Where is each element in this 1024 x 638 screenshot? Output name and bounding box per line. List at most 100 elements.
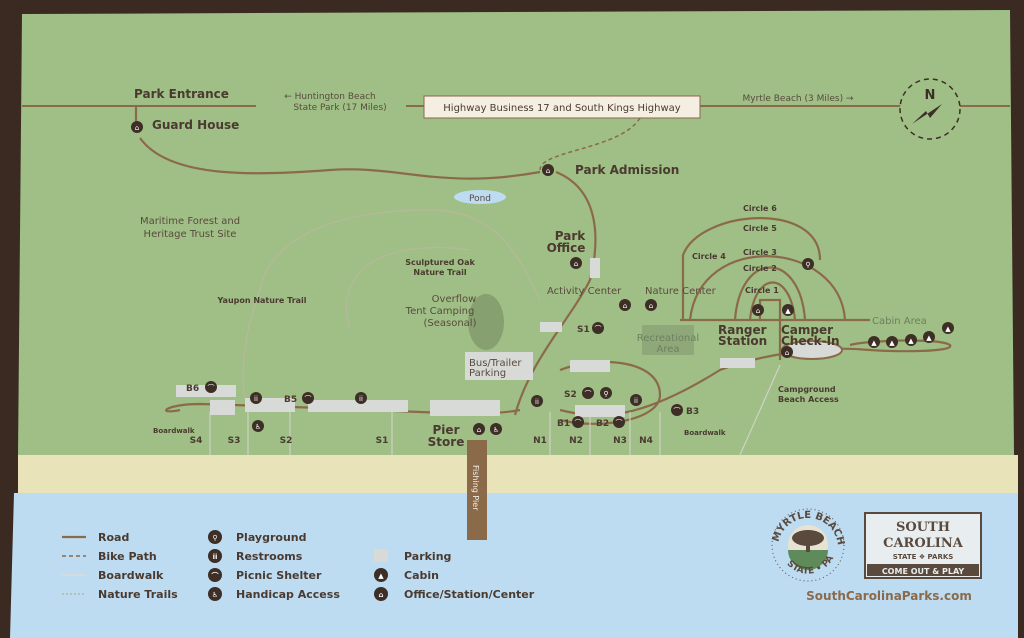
svg-text:⌂: ⌂ — [378, 591, 383, 599]
legend-road: Road — [98, 531, 129, 544]
svg-text:N: N — [925, 88, 936, 103]
svg-text:N2: N2 — [569, 436, 583, 446]
ocean — [10, 493, 1018, 638]
cabin-area-label: Cabin Area — [872, 316, 927, 327]
svg-text:⌒: ⌒ — [211, 571, 220, 580]
compass-icon: N — [899, 78, 961, 140]
svg-text:ii: ii — [213, 553, 218, 561]
campground-beach-access-label-2: Beach Access — [778, 395, 839, 404]
cabin-icon: ▲ — [923, 331, 935, 343]
picnic-shelter-icon-b2: ⌒ — [613, 416, 625, 428]
ranger-station-label-2: Station — [718, 334, 767, 348]
svg-text:ii: ii — [359, 395, 363, 403]
svg-text:S1: S1 — [577, 325, 590, 335]
svg-text:N4: N4 — [639, 436, 653, 446]
svg-text:⌒: ⌒ — [585, 390, 592, 398]
svg-text:STATE ❖ PARKS: STATE ❖ PARKS — [893, 553, 954, 561]
svg-text:▲: ▲ — [871, 339, 877, 347]
fishing-pier-label: Fishing Pier — [471, 465, 480, 511]
svg-text:ii: ii — [535, 398, 539, 406]
legend-cabin: Cabin — [404, 569, 439, 582]
svg-text:B2: B2 — [596, 419, 609, 429]
svg-text:COME OUT & PLAY: COME OUT & PLAY — [882, 567, 965, 576]
sculptured-oak-label: Sculptured Oak — [405, 258, 475, 267]
nature-trails — [242, 209, 541, 401]
highway-sign — [423, 95, 701, 119]
legend-picnic-shelter: Picnic Shelter — [236, 569, 322, 582]
cabin-icon: ▲ — [905, 334, 917, 346]
restroom-icon: ii — [531, 395, 543, 407]
ranger-station-label: Ranger — [718, 323, 767, 337]
yaupon-trail-label: Yaupon Nature Trail — [216, 296, 306, 305]
svg-text:⌂: ⌂ — [785, 349, 789, 357]
svg-text:N3: N3 — [613, 436, 627, 446]
legend-restrooms: Restrooms — [236, 550, 303, 563]
cabin-icon: ▲ — [868, 336, 880, 348]
svg-text:♿: ♿ — [255, 423, 261, 431]
pier-store-label: Pier — [433, 423, 460, 437]
svg-text:N1: N1 — [533, 436, 547, 446]
map-icons[interactable]: ⌂ ⌂ ⌂ ⌂ ⌂ ⌂ ⌂ ⌂ ♿ ♿ ▲ ▲ ▲ ▲ ▲ ▲ ⚲ ⚲ ⌒ ⌒ … — [131, 121, 954, 435]
circle-5-label: Circle 5 — [743, 224, 777, 233]
pond — [454, 190, 506, 204]
south-carolina-state-parks-logo: SOUTH CAROLINA STATE ❖ PARKS COME OUT & … — [864, 512, 982, 579]
park-office-label-2: Office — [547, 241, 586, 255]
circle-3-label: Circle 3 — [743, 248, 777, 257]
svg-text:⌂: ⌂ — [649, 302, 653, 310]
legend-parking: Parking — [404, 550, 451, 563]
svg-text:S3: S3 — [228, 436, 241, 446]
highway-sign-text: Highway Business 17 and South Kings High… — [443, 103, 680, 114]
svg-text:⌂: ⌂ — [135, 124, 139, 132]
svg-text:CAROLINA: CAROLINA — [883, 536, 964, 551]
maritime-forest-label: Maritime Forest and — [140, 216, 240, 227]
nature-center-label: Nature Center — [645, 286, 717, 297]
svg-text:▲: ▲ — [378, 572, 384, 580]
cabin-icon: ▲ — [942, 322, 954, 334]
handicap-icon-south: ♿ — [252, 420, 264, 432]
camper-checkin-label-2: Check-In — [781, 334, 840, 348]
playground-icon-circle-3: ⚲ — [802, 258, 814, 270]
website-link[interactable]: SouthCarolinaParks.com — [806, 589, 972, 603]
campground-circle-roads — [680, 217, 870, 360]
legend-nature-trails: Nature Trails — [98, 588, 178, 601]
boardwalks — [209, 364, 781, 456]
park-office-label: Park — [555, 229, 586, 243]
park-entrance-label: Park Entrance — [134, 87, 229, 101]
circle-4-label: Circle 4 — [692, 252, 726, 261]
restroom-icon: ii — [355, 392, 367, 404]
office-icon-park-admission: ⌂ — [542, 164, 554, 176]
overflow-label-3: (Seasonal) — [423, 318, 476, 329]
overflow-label-2: Tent Camping — [405, 306, 475, 317]
svg-text:ii: ii — [254, 395, 258, 403]
svg-text:⌒: ⌒ — [595, 325, 602, 333]
office-icon-guard-house: ⌂ — [131, 121, 143, 133]
campground-beach-access-label: Campground — [778, 385, 836, 394]
circle-6-label: Circle 6 — [743, 204, 777, 213]
svg-text:B6: B6 — [186, 384, 199, 394]
svg-text:S2: S2 — [564, 390, 577, 400]
circle-2-label: Circle 2 — [743, 264, 777, 273]
overflow-label: Overflow — [432, 294, 477, 305]
office-icon-park-office: ⌂ — [570, 257, 582, 269]
svg-text:▲: ▲ — [926, 334, 932, 342]
svg-text:⌒: ⌒ — [575, 419, 582, 427]
office-icon-camper-checkin: ⌂ — [781, 346, 793, 358]
picnic-shelter-icon-s1: ⌒ — [592, 322, 604, 334]
restroom-icon: ii — [250, 392, 262, 404]
recreational-area-label-2: Area — [656, 344, 679, 355]
land-area — [18, 10, 1014, 455]
svg-text:B1: B1 — [557, 419, 570, 429]
svg-text:▲: ▲ — [945, 325, 951, 333]
svg-text:⌂: ⌂ — [477, 426, 481, 434]
pier-store-label-2: Store — [428, 435, 465, 449]
office-icon-activity-center: ⌂ — [619, 299, 631, 311]
picnic-shelter-icon-b6: ⌒ — [205, 381, 217, 393]
svg-text:ii: ii — [634, 397, 638, 405]
handicap-icon-pier: ♿ — [490, 423, 502, 435]
beach-sand — [18, 455, 1018, 493]
svg-text:⚲: ⚲ — [805, 261, 810, 269]
svg-text:⌂: ⌂ — [623, 302, 627, 310]
office-icon-nature-center: ⌂ — [645, 299, 657, 311]
